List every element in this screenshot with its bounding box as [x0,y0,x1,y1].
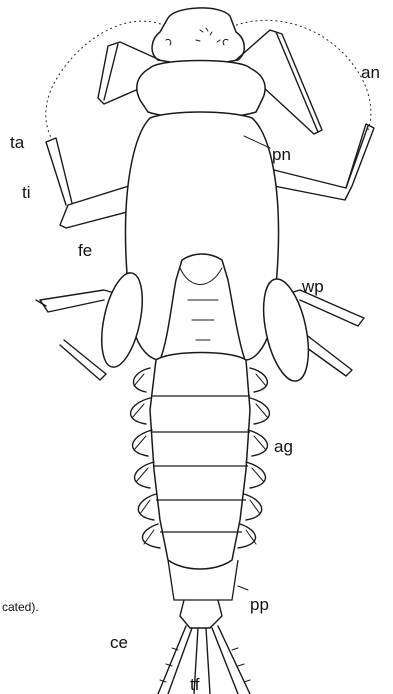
label-tibia: ti [22,183,31,202]
label-antenna: an [361,63,380,82]
label-paraproct: pp [250,595,269,614]
thorax [125,112,278,360]
caption-fragment: cated). [2,600,39,614]
tail-filaments [158,600,250,694]
abdomen [150,353,250,601]
label-femur: fe [78,241,92,260]
head [152,8,244,65]
pronotum [137,61,265,119]
label-tarsus: ta [10,133,25,152]
label-wing-pad: wp [301,277,324,296]
label-abdominal-gills: ag [274,437,293,456]
label-cerci: ce [110,633,128,652]
label-pronotum: pn [272,145,291,164]
label-terminal-filament: tf [190,675,200,694]
